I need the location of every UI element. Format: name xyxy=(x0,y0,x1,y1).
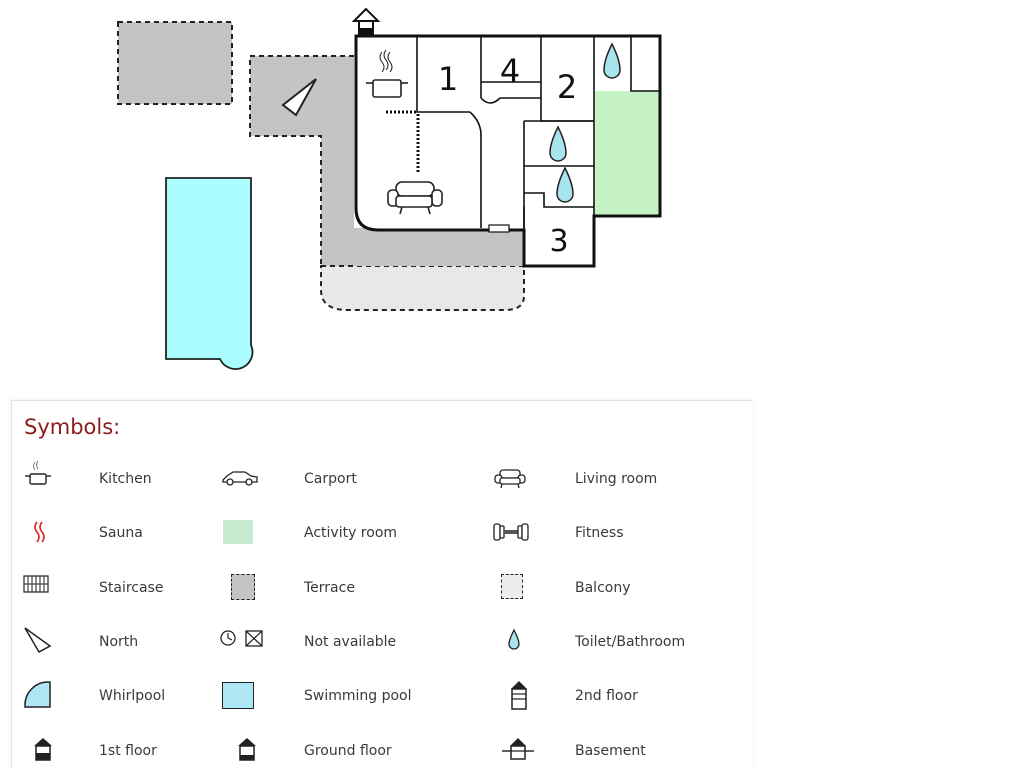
north-arrow-icon xyxy=(281,78,317,117)
room-number-3: 3 xyxy=(549,224,568,259)
sofa-icon xyxy=(494,469,526,489)
legend-label-living-room: Living room xyxy=(575,471,658,487)
second-floor-icon xyxy=(511,681,527,710)
terrace-detached xyxy=(117,21,233,105)
legend-panel: Symbols: Kitchen Carport Living room Sau… xyxy=(11,400,753,769)
car-icon xyxy=(222,471,258,486)
balcony-area xyxy=(320,265,525,311)
sofa-icon xyxy=(387,181,443,215)
legend-label-balcony: Balcony xyxy=(575,580,631,596)
balcony-icon xyxy=(501,574,523,599)
not-available-icon xyxy=(220,630,263,647)
dumbbell-icon xyxy=(493,523,529,541)
ground-floor-icon xyxy=(351,7,381,36)
staircase-marks xyxy=(386,110,420,172)
legend-label-not-available: Not available xyxy=(304,634,397,650)
drop-icon xyxy=(508,628,520,650)
legend-label-fitness: Fitness xyxy=(575,525,624,541)
legend-label-swimming-pool: Swimming pool xyxy=(304,688,412,704)
swimming-pool-icon xyxy=(222,682,254,709)
activity-room xyxy=(595,91,659,215)
legend-label-sauna: Sauna xyxy=(99,525,143,541)
legend-label-carport: Carport xyxy=(304,471,357,487)
legend-title: Symbols: xyxy=(24,415,121,439)
terrace-icon xyxy=(231,574,255,600)
basement-icon xyxy=(502,738,534,760)
legend-label-terrace: Terrace xyxy=(304,580,355,596)
kitchen-icon xyxy=(366,49,408,98)
legend-label-1st-floor: 1st floor xyxy=(99,743,157,759)
room-number-2: 2 xyxy=(557,68,577,106)
first-floor-icon xyxy=(34,738,52,761)
legend-label-whirlpool: Whirlpool xyxy=(99,688,166,704)
ground-floor-icon xyxy=(238,738,256,761)
legend-label-ground-floor: Ground floor xyxy=(304,743,392,759)
terrace-main xyxy=(250,56,524,268)
north-icon xyxy=(24,627,52,654)
swimming-pool xyxy=(165,177,254,370)
toilet-drop-icon xyxy=(549,42,621,203)
legend-label-basement: Basement xyxy=(575,743,646,759)
legend-label-north: North xyxy=(99,634,139,650)
whirlpool-icon xyxy=(24,681,51,708)
legend-label-activity-room: Activity room xyxy=(304,525,398,541)
legend-label-staircase: Staircase xyxy=(99,580,164,596)
legend-label-toilet-bathroom: Toilet/Bathroom xyxy=(575,634,686,650)
floor-plan: 1 4 2 3 xyxy=(117,7,662,370)
kitchen-icon xyxy=(25,460,51,485)
staircase-icon xyxy=(23,575,49,593)
room-number-1: 1 xyxy=(438,60,458,98)
activity-room-icon xyxy=(223,520,253,544)
room-number-4: 4 xyxy=(500,52,520,90)
sauna-icon xyxy=(34,521,45,543)
legend-label-kitchen: Kitchen xyxy=(99,471,152,487)
legend-label-2nd-floor: 2nd floor xyxy=(575,688,638,704)
